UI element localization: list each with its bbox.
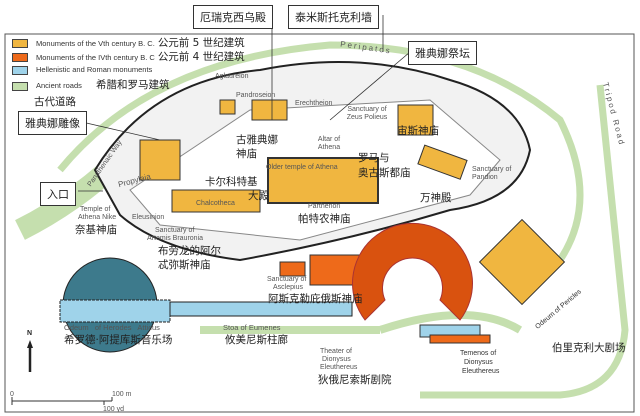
legend-label: Hellenistic and Roman monuments bbox=[36, 65, 153, 75]
scale-yards: 100 yd bbox=[103, 406, 125, 413]
label-aglaureion: Aglaureion bbox=[215, 73, 249, 80]
callout-altar-athena: 雅典娜祭坛 bbox=[408, 41, 477, 65]
label-artemis: Artemis Brauronia bbox=[147, 235, 204, 242]
label-artemis: Sanctuary of bbox=[155, 227, 195, 234]
label-parthenon: Parthenon bbox=[308, 203, 341, 210]
label-older-temple-zh: 神庙 bbox=[236, 148, 257, 160]
legend-swatch bbox=[12, 66, 28, 75]
label-odeum-herodes-zh: 希罗德·阿提库斯音乐场 bbox=[64, 334, 173, 346]
leader-line bbox=[329, 51, 411, 121]
label-theater: Dionysus bbox=[322, 356, 351, 363]
label-zeus-zh: 宙斯神庙 bbox=[397, 125, 439, 137]
zeus-shape bbox=[397, 104, 434, 136]
label-temenos: Dionysus bbox=[464, 359, 493, 366]
pandion-shape bbox=[417, 144, 468, 180]
propylaia-shape bbox=[139, 139, 181, 181]
leader-line bbox=[81, 121, 161, 141]
label-altar-athena: Altar of Athena bbox=[317, 136, 341, 151]
legend-item-ancient-roads: Ancient roads bbox=[12, 82, 82, 91]
label-nike: Temple of bbox=[80, 206, 111, 213]
label-chalcotheca-zh: 卡尔科特基 bbox=[205, 176, 258, 188]
legend-label-zh: 公元前 4 世纪建筑 bbox=[157, 51, 245, 63]
label-nike: Athena Nike bbox=[78, 214, 117, 221]
label-chalcotheca: Chalcotheca bbox=[196, 200, 235, 207]
legend-label: Monuments of the IVth century B. C bbox=[36, 52, 155, 62]
label-asclepius-zh: 阿斯克勒庇俄斯神庙 bbox=[268, 293, 363, 305]
asclepius-annex-shape bbox=[279, 261, 306, 277]
legend-label-zh: 公元前 5 世纪建筑 bbox=[157, 37, 245, 49]
legend-item-hellenistic-roman: Hellenistic and Roman monuments bbox=[12, 66, 152, 75]
stoa-shape bbox=[169, 301, 353, 317]
label-nike-zh: 奈基神庙 bbox=[75, 224, 117, 236]
label-roma-zh: 罗马与 bbox=[358, 152, 390, 164]
label-theater: Theater of bbox=[320, 348, 352, 355]
legend-label-zh: 古代道路 bbox=[34, 96, 76, 108]
label-odeum-herodes: Odeum of Herodes Atticus bbox=[64, 323, 160, 332]
scale-meters: 100 m bbox=[112, 391, 132, 398]
label-older-temple: Older temple of Athena bbox=[266, 164, 338, 171]
label-stoa-zh: 攸美尼斯柱廊 bbox=[225, 334, 288, 346]
tripod-road bbox=[420, 84, 629, 399]
label-asclepius: Sanctuary of bbox=[267, 276, 307, 283]
label-odeum-pericles-zh: 伯里克利大剧场 bbox=[552, 342, 626, 354]
compass-north: N bbox=[27, 330, 33, 337]
label-eleusinion: Eleusinion bbox=[132, 214, 165, 221]
label-pandroseion: Pandroseion bbox=[236, 92, 276, 99]
label-chalcotheca-zh: 大殿 bbox=[248, 190, 269, 202]
scale-zero: 0 bbox=[10, 391, 14, 398]
label-zeus-sanctuary: Sanctuary of Zeus Polieus bbox=[346, 106, 388, 121]
legend-swatch bbox=[12, 39, 28, 49]
label-temenos: Temenos of bbox=[460, 350, 497, 357]
north-arrow-head bbox=[27, 340, 33, 348]
legend-label: Monuments of the Vth century B. C. bbox=[36, 38, 155, 48]
legend-swatch bbox=[12, 82, 28, 91]
label-erechtheion: Erechtheion bbox=[295, 100, 333, 107]
label-theater-zh: 狄俄尼索斯剧院 bbox=[318, 374, 392, 386]
theater-shape bbox=[352, 222, 473, 321]
temenos-stoa-shape bbox=[429, 334, 491, 344]
label-artemis-zh: 忒弥斯神庙 bbox=[158, 259, 211, 271]
label-stoa: Stoa of Eumenes bbox=[223, 323, 281, 332]
odeum-pericles-shape bbox=[478, 218, 566, 306]
legend-swatch bbox=[12, 53, 28, 63]
callout-entrance: 入口 bbox=[40, 182, 76, 206]
callout-athena-statue: 雅典娜雕像 bbox=[18, 111, 87, 135]
label-pandion: Sanctuary of Pandion bbox=[472, 166, 512, 181]
callout-themistocles-wall: 泰米斯托克利墙 bbox=[288, 5, 379, 29]
asclepius-shape bbox=[309, 254, 361, 286]
aglaureion-shape bbox=[219, 99, 236, 115]
label-asclepius: Asclepius bbox=[273, 284, 303, 291]
label-artemis-zh: 布劳龙的阿尔 bbox=[158, 245, 221, 257]
parthenon-shape bbox=[267, 157, 379, 204]
label-older-temple-zh: 古雅典娜 bbox=[236, 134, 278, 146]
label-parthenon-zh: 帕特农神庙 bbox=[298, 213, 351, 225]
label-pandion-zh: 万神殿 bbox=[420, 192, 452, 204]
legend-label-zh: 希腊和罗马建筑 bbox=[96, 79, 170, 91]
legend-item-5th-century: Monuments of the Vth century B. C.公元前 5 … bbox=[12, 37, 245, 50]
label-temenos: Eleuthereus bbox=[462, 368, 500, 375]
label-theater: Eleuthereus bbox=[320, 364, 358, 371]
odeum-stage-shape bbox=[59, 299, 171, 323]
legend-label: Ancient roads bbox=[36, 81, 82, 91]
label-roma-zh: 奥古斯都庙 bbox=[358, 167, 411, 179]
erechtheion-shape bbox=[251, 99, 288, 121]
callout-erechtheion: 厄瑞克西乌殿 bbox=[193, 5, 273, 29]
chalcotheca-shape bbox=[171, 189, 261, 213]
